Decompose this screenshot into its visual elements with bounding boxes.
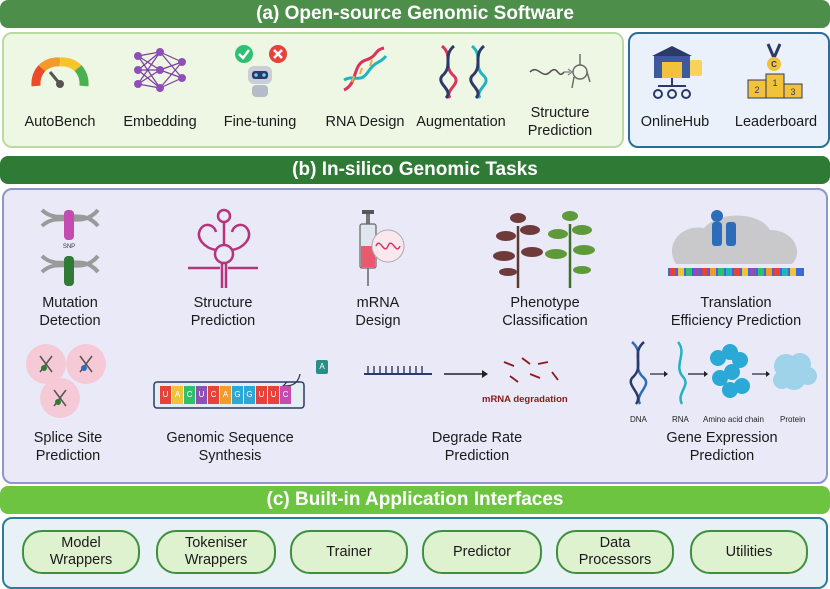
rna-design-label: RNA Design — [325, 114, 405, 130]
sequence-letter-tile: U — [160, 386, 171, 404]
sequence-letter-tile: G — [232, 386, 243, 404]
podium-icon: C 2 1 3 — [747, 43, 803, 99]
sequence-letter-tile: A — [172, 386, 183, 404]
podium-third: 3 — [790, 87, 795, 97]
software-panel — [2, 32, 624, 148]
gauge-icon — [31, 57, 89, 88]
sequence-letter-tile: U — [256, 386, 267, 404]
structure-prediction-b-label: Structure Prediction — [190, 295, 256, 329]
tokeniser-wrappers-button[interactable]: Tokeniser Wrappers — [156, 530, 276, 574]
incoming-base: A — [316, 360, 328, 374]
degradation-icon — [364, 357, 559, 383]
augmentation-label: Augmentation — [416, 114, 506, 130]
embedding-label: Embedding — [123, 114, 197, 130]
mrna-design-label: mRNA Design — [355, 295, 401, 329]
onlinehub-label: OnlineHub — [640, 114, 710, 130]
sequence-letter-tile: G — [244, 386, 255, 404]
ribosome-icon — [668, 210, 804, 276]
sequence-letter-tile: C — [184, 386, 195, 404]
mrna-degradation-label: mRNA degradation — [482, 394, 568, 405]
step-amino: Amino acid chain — [703, 415, 764, 424]
step-dna: DNA — [630, 415, 647, 424]
sequence-letter-tile: A — [220, 386, 231, 404]
sequence-letter-tile: U — [196, 386, 207, 404]
podium-second: 2 — [754, 85, 759, 95]
structure-prediction-a-label: Structure Prediction — [527, 105, 593, 139]
sequence-letter-tile: U — [268, 386, 279, 404]
neural-network-icon — [134, 48, 186, 92]
step-protein: Protein — [780, 415, 806, 424]
sequence-synthesis-label: Genomic Sequence Synthesis — [166, 430, 294, 464]
rna-helix-icon — [343, 46, 388, 92]
sequence-letter-tile: C — [280, 386, 291, 404]
robot-icon — [235, 45, 287, 97]
section-b-title: (b) In-silico Genomic Tasks — [0, 156, 830, 184]
plants-icon — [493, 211, 595, 288]
podium-first: 1 — [772, 78, 777, 88]
mutation-detection-label: Mutation Detection — [39, 295, 101, 329]
gene-expression-label: Gene Expression Prediction — [666, 430, 778, 464]
translation-efficiency-label: Translation Efficiency Prediction — [670, 295, 802, 329]
utilities-button[interactable]: Utilities — [690, 530, 808, 574]
fine-tuning-label: Fine-tuning — [223, 114, 297, 130]
autobench-label: AutoBench — [24, 114, 96, 130]
structure-fold-icon — [529, 54, 591, 89]
snp-dna-icon: SNP — [40, 208, 100, 286]
snp-label: SNP — [63, 244, 75, 250]
svg-text:C: C — [771, 60, 777, 69]
phenotype-classification-label: Phenotype Classification — [502, 295, 588, 329]
predictor-button[interactable]: Predictor — [422, 530, 542, 574]
leaderboard-label: Leaderboard — [734, 114, 818, 130]
trainer-button[interactable]: Trainer — [290, 530, 408, 574]
section-c-title: (c) Built-in Application Interfaces — [0, 486, 830, 514]
section-a-title: (a) Open-source Genomic Software — [0, 0, 830, 28]
expression-pipeline-icon — [629, 341, 817, 405]
syringe-icon — [359, 210, 405, 286]
step-rna: RNA — [672, 415, 689, 424]
double-helix-icon — [439, 44, 488, 100]
splice-cells-icon — [26, 344, 106, 418]
data-processors-button[interactable]: Data Processors — [556, 530, 674, 574]
sequence-letter-tile: C — [208, 386, 219, 404]
degrade-rate-label: Degrade Rate Prediction — [431, 430, 523, 464]
model-wrappers-button[interactable]: Model Wrappers — [22, 530, 140, 574]
hub-store-icon — [652, 46, 702, 99]
splice-site-label: Splice Site Prediction — [33, 430, 103, 464]
rna-hairpin-icon — [188, 208, 258, 288]
